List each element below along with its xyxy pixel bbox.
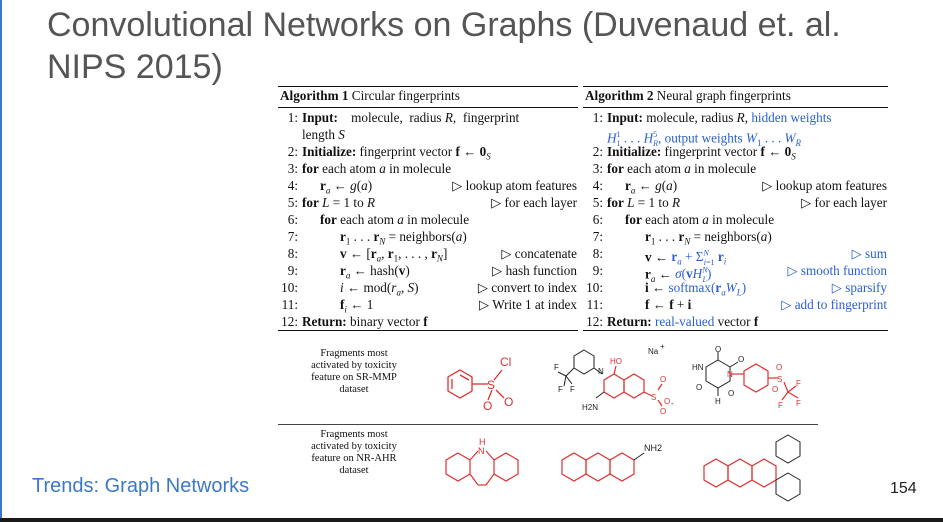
algorithm-1: Algorithm 1 Circular fingerprints 1:Inpu… (278, 86, 578, 331)
molecule-polycyclic-aromatic (703, 434, 801, 502)
svg-text:H: H (479, 437, 486, 447)
label-s: S (487, 378, 495, 392)
algo1-line-10: 10:i ← mod(ra, S)▷ convert to index (281, 280, 577, 298)
algorithm-1-label: Algorithm 1 (280, 88, 349, 103)
page-number: 154 (890, 480, 917, 497)
algo1-line-8: 8:v ← [ra, r1, . . . , rN]▷ concatenate (287, 246, 577, 264)
algo1-line-7: 7:r1 . . . rN = neighbors(a) (287, 229, 467, 247)
algo1-line-5: 5:for L = 1 to R▷ for each layer (287, 195, 577, 210)
slide-title: Convolutional Networks on Graphs (Duvena… (47, 6, 841, 86)
svg-text:-: - (671, 399, 674, 408)
svg-text:O: O (738, 355, 744, 364)
algorithm-2-name: Neural graph fingerprints (656, 88, 791, 103)
svg-text:O: O (664, 397, 670, 406)
algo2-line-6: 6:for each atom a in molecule (592, 212, 775, 227)
algo2-line-3: 3:for each atom a in molecule (592, 161, 757, 176)
algo2-line-10: 10:i ← softmax(raWL)▷ sparsify (586, 280, 887, 298)
algo2-line-12: 12:Return: real-valued vector f (586, 314, 759, 329)
algo1-line-9: 9:ra ← hash(v)▷ hash function (287, 263, 577, 281)
label-nh2: NH2 (644, 443, 662, 453)
svg-text:+: + (660, 344, 665, 351)
left-accent-rule (0, 0, 2, 522)
svg-text:H: H (715, 397, 721, 406)
algo1-line-2: 2:Initialize: fingerprint vector f ← 0S (287, 144, 491, 162)
svg-text:O: O (504, 395, 513, 409)
svg-text:HO: HO (610, 357, 622, 366)
molecule-sulfonyl-chloride: Cl S O O (447, 355, 513, 413)
molecule-azo-naphthalene: Na + F F F N H2N - HO S O O O (554, 344, 674, 416)
svg-text:N: N (478, 446, 485, 456)
label-cl: Cl (500, 355, 511, 369)
svg-text:F: F (796, 399, 801, 408)
algorithm-2-header: Algorithm 2 Neural graph fingerprints (583, 86, 888, 108)
algo2-line-1: 1:Input: molecule, radius R, hidden weig… (592, 110, 832, 125)
algorithm-1-header: Algorithm 1 Circular fingerprints (278, 86, 578, 108)
svg-text:O: O (772, 385, 778, 394)
fragments-table: Fragments most activated by toxicity fea… (278, 344, 818, 503)
bottom-rule (0, 518, 943, 522)
svg-text:O: O (715, 346, 721, 354)
svg-text:HN: HN (692, 363, 704, 372)
fragment-label-sr-mmp: Fragments most activated by toxicity fea… (311, 348, 397, 395)
algo1-line-3: 3:for each atom a in molecule (287, 161, 452, 176)
molecule-dibenzazepine: H N (445, 437, 519, 486)
algo1-line-6: 6:for each atom a in molecule (287, 212, 470, 227)
algorithm-2-label: Algorithm 2 (585, 88, 654, 103)
svg-text:F: F (796, 379, 801, 388)
svg-text:F: F (778, 401, 783, 410)
molecule-aminoanthracene: NH2 (561, 443, 662, 482)
algo2-line-2: 2:Initialize: fingerprint vector f ← 0S (592, 144, 796, 162)
svg-text:H2N: H2N (582, 403, 598, 412)
algo1-line-11: 11:fi ← 1▷ Write 1 at index (281, 297, 577, 315)
svg-text:O: O (660, 375, 666, 384)
algo2-line-11: 11:f ← f + i▷ add to fingerprint (586, 297, 887, 312)
algo2-line-1b: H11 . . . H5R, output weights W1 . . . W… (607, 130, 802, 149)
algo2-line-5: 5:for L = 1 to R▷ for each layer (592, 195, 887, 210)
algo1-line-4: 4:ra ← g(a)▷ lookup atom features (287, 178, 577, 196)
svg-text:Na: Na (648, 347, 659, 356)
svg-text:O: O (696, 383, 702, 392)
algo2-line-7: 7:r1 . . . rN = neighbors(a) (592, 229, 772, 247)
algorithm-1-name: Circular fingerprints (351, 88, 460, 103)
svg-text:S: S (777, 375, 782, 384)
algo2-line-8: 8:v ← ra + ΣNi=1 ri▷ sum (592, 246, 887, 268)
svg-text:O: O (776, 363, 782, 372)
footer-trend-label: Trends: Graph Networks (32, 475, 250, 497)
algo2-line-4: 4:ra ← g(a)▷ lookup atom features (592, 178, 887, 196)
molecule-triazinane-sulfonyl: O HN O H O O N S O O F F F (692, 346, 801, 410)
svg-text:F: F (570, 385, 575, 394)
algo2-line-9: 9:ra ← σ(vHNL)▷ smooth function (592, 263, 887, 285)
svg-text:O: O (483, 399, 492, 413)
fragment-row-sr-mmp: Fragments most activated by toxicity fea… (278, 344, 818, 425)
svg-text:F: F (554, 363, 559, 372)
fragment-label-nr-ahr: Fragments most activated by toxicity fea… (311, 429, 397, 476)
algorithm-2: Algorithm 2 Neural graph fingerprints 1:… (583, 86, 888, 331)
algo1-line-1: 1:Input: molecule, radius R, fingerprint (287, 110, 520, 125)
svg-text:S: S (651, 393, 656, 402)
svg-text:O: O (728, 389, 734, 398)
svg-text:N: N (598, 367, 604, 376)
svg-text:O: O (660, 407, 666, 416)
fragment-row-nr-ahr: Fragments most activated by toxicity fea… (278, 425, 818, 503)
svg-text:N: N (727, 370, 733, 379)
svg-text:F: F (558, 385, 563, 394)
algo1-line-1b: length S (302, 127, 345, 142)
algo1-line-12: 12:Return: binary vector f (281, 314, 428, 329)
